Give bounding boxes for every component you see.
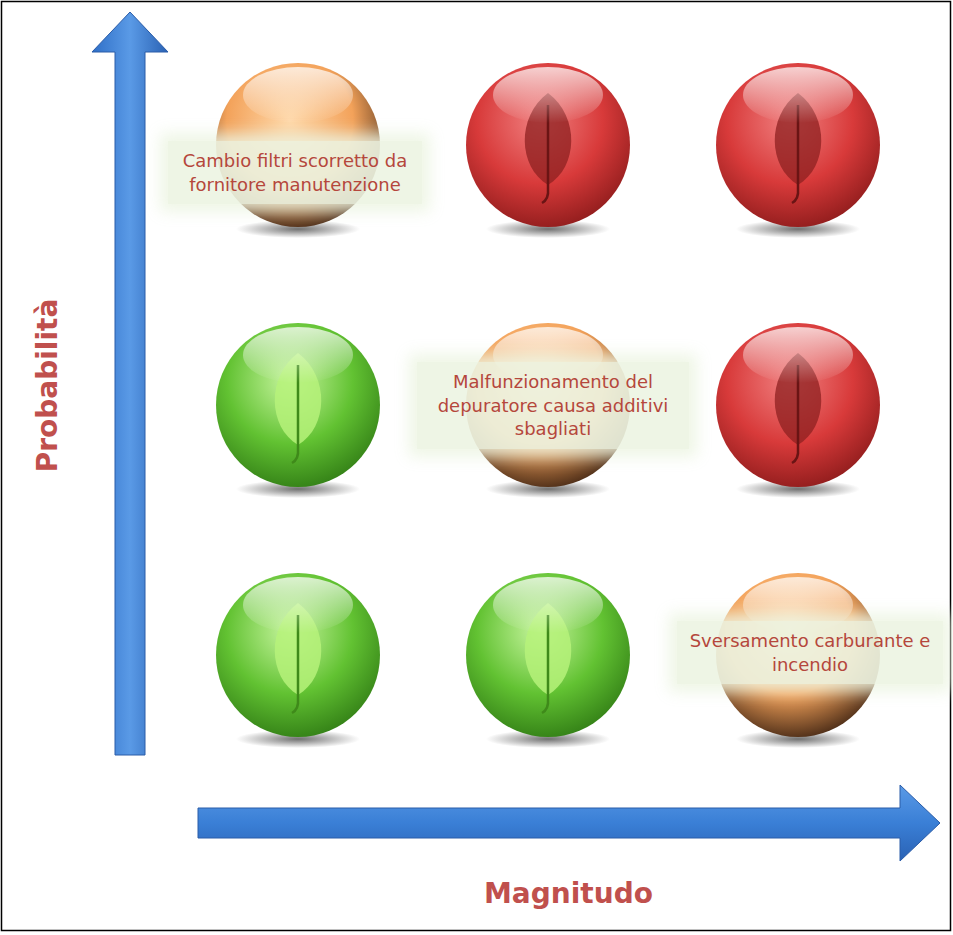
risk-label-box: Malfunzionamento del depuratore causa ad… [417,362,689,449]
risk-label-box: Sversamento carburante e incendio [677,621,943,684]
risk-label: Malfunzionamento del depuratore causa ad… [427,370,679,440]
risk-label-box: Cambio filtri scorretto da fornitore man… [168,141,422,204]
axis-label: Magnitudo [484,877,653,910]
axis-label: Probabilità [31,299,64,473]
risk-label: Sversamento carburante e incendio [687,629,933,676]
risk-label: Cambio filtri scorretto da fornitore man… [178,149,412,196]
